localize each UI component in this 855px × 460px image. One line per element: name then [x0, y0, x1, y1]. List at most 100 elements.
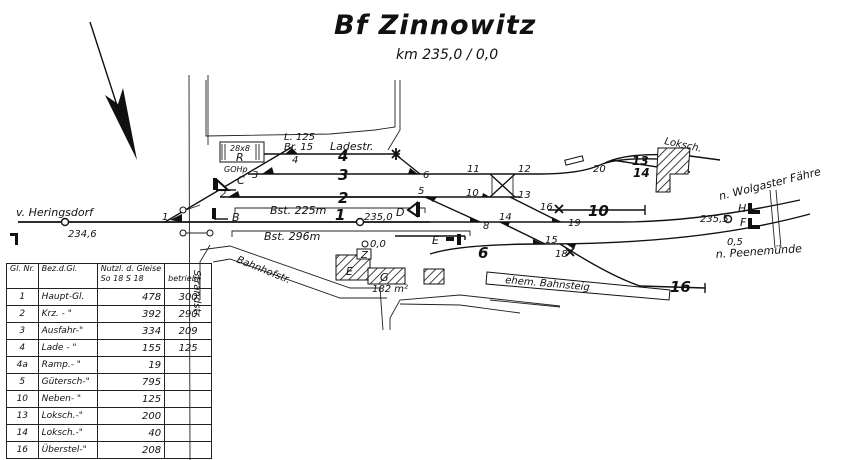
cell-name: Gütersch-" [37, 373, 98, 391]
signal-e-label: E [432, 234, 439, 247]
km-west: 234,6 [68, 229, 97, 240]
svg-text:1: 1 [162, 212, 168, 223]
cell-len: 125 [96, 390, 166, 408]
direction-wolgaster-faehre: n. Wolgaster Fähre [718, 165, 823, 203]
cell-no: 4a [6, 356, 39, 374]
svg-text:10: 10 [466, 188, 479, 199]
switch-wedges [170, 148, 576, 249]
cell-op [164, 424, 213, 442]
svg-text:6: 6 [423, 170, 429, 181]
ramp-size: 28x8 [230, 144, 250, 153]
signal-b-icon [212, 208, 228, 220]
cell-op [164, 390, 213, 408]
station-title: Bf Zinnowitz [334, 10, 536, 41]
cell-op [164, 441, 213, 459]
cell-op: 209 [164, 322, 213, 340]
track-number-1: 1 [335, 206, 345, 224]
cell-no: 13 [6, 407, 39, 425]
cell-op [164, 407, 213, 425]
ramp-code: R [236, 151, 244, 164]
header-op: betriebl. [164, 263, 213, 289]
svg-text:20: 20 [593, 164, 606, 175]
cell-op [164, 373, 213, 391]
km-post-east-icon [723, 214, 733, 224]
signal-h-label: H [738, 202, 746, 215]
loading-street-label: Ladestr. [330, 140, 374, 153]
switch-numbers: 1 2 3 4 5 6 8 9 10 11 12 13 14 15 16 18 … [162, 155, 606, 260]
signal-c-label: C [237, 174, 245, 187]
cell-name: Überstel-" [37, 441, 98, 459]
cell-no: 16 [6, 441, 39, 459]
km-branch-zero: 0,0 [370, 239, 386, 250]
svg-text:13: 13 [518, 190, 531, 201]
km-branch-east: 0,5 [727, 237, 743, 248]
cell-len: 208 [96, 441, 166, 459]
svg-text:15: 15 [545, 235, 558, 246]
street-outlines [188, 74, 561, 460]
km-post-center-icon [355, 217, 365, 227]
cell-len: 478 [96, 288, 166, 306]
signal-a-icon [10, 233, 18, 245]
cell-name: Krz. - " [37, 305, 98, 323]
cell-name: Neben- " [37, 390, 98, 408]
building-g-label: G [380, 271, 389, 284]
svg-text:14: 14 [499, 212, 512, 223]
cell-op: 290 [164, 305, 213, 323]
svg-text:8: 8 [483, 221, 489, 232]
svg-text:19: 19 [568, 218, 581, 229]
loading-ramp [219, 141, 265, 163]
track-number-10: 10 [588, 202, 609, 220]
cell-len: 795 [96, 373, 166, 391]
track-number-4: 4 [337, 147, 348, 165]
ramp-length: L. 125 [284, 132, 315, 143]
header-no: Gl. Nr. [6, 263, 39, 289]
ramp-width: Br. 15 [284, 142, 313, 153]
signal-f-icon [748, 218, 760, 229]
former-platform [485, 271, 671, 301]
signal-d-icon [406, 200, 420, 218]
platform-length-2: Bst. 225m [270, 204, 326, 217]
cell-len: 200 [96, 407, 166, 425]
station-street-label: Bahnhofstr. [235, 255, 292, 287]
track-number-13: 13 [632, 154, 649, 168]
svg-text:2: 2 [220, 189, 226, 200]
signal-f-label: F [740, 216, 747, 229]
cell-len: 334 [96, 322, 166, 340]
svg-text:12: 12 [518, 164, 531, 175]
cell-op: 300 [164, 288, 213, 306]
svg-text:11: 11 [467, 164, 480, 175]
km-east: 235,5 [700, 214, 729, 225]
former-platform-label: ehem. Bahnsteig [505, 275, 590, 293]
svg-text:4: 4 [292, 155, 298, 166]
cell-no: 3 [6, 322, 39, 340]
header-name: Bez.d.Gl. [37, 263, 98, 289]
building-g-area: 182 m² [372, 284, 408, 295]
cell-name: Ramp.- " [37, 356, 98, 374]
track-number-2: 2 [338, 189, 348, 207]
signal-e-icon [446, 234, 461, 245]
cell-name: Lade - " [37, 339, 98, 357]
track-number-14: 14 [633, 166, 650, 180]
signal-h-icon [748, 203, 760, 214]
cell-len: 392 [96, 305, 166, 323]
cell-name: Loksch.-" [37, 424, 98, 442]
cell-name: Loksch.-" [37, 407, 98, 425]
track-number-3: 3 [338, 166, 348, 184]
cell-op: 125 [164, 339, 213, 357]
goods-point: GOHp [224, 165, 248, 174]
direction-peenemuende: n. Peenemünde [715, 242, 802, 261]
track-number-6: 6 [478, 244, 488, 262]
cell-name: Ausfahr-" [37, 322, 98, 340]
cell-no: 14 [6, 424, 39, 442]
track-number-16: 16 [670, 278, 691, 296]
svg-text:3: 3 [252, 170, 258, 181]
